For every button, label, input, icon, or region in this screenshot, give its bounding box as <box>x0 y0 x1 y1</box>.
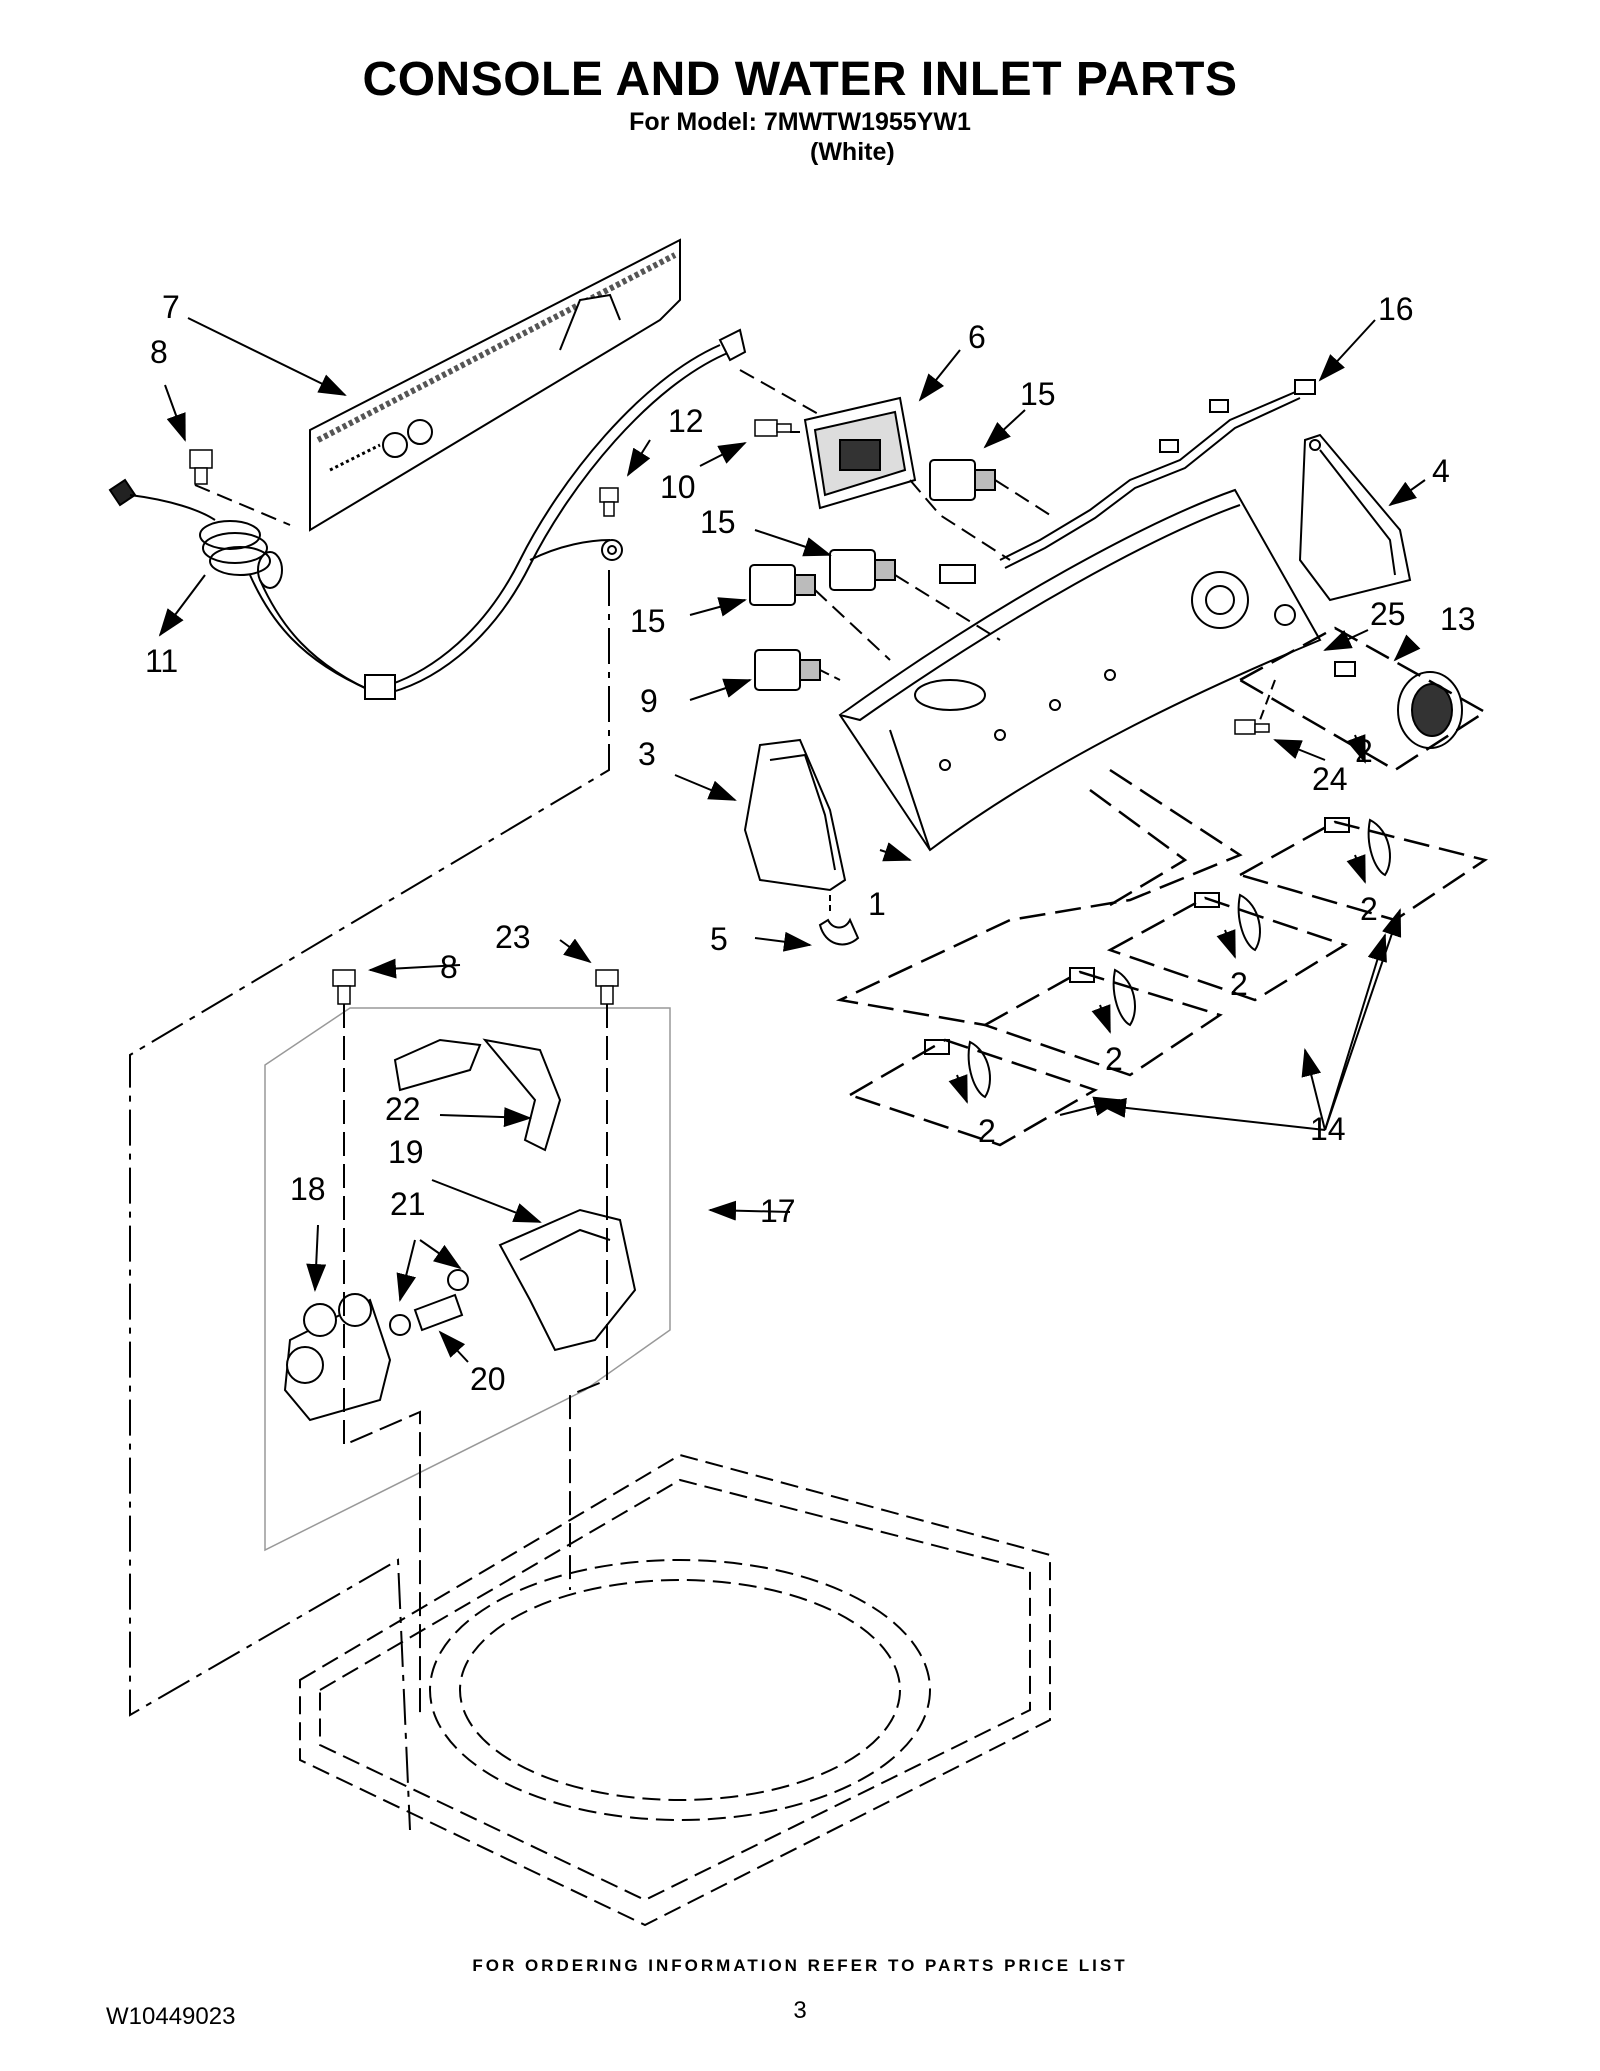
callout-17: 17 <box>760 1193 796 1229</box>
callout-24: 24 <box>1312 761 1348 797</box>
callout-20: 20 <box>470 1361 506 1397</box>
callout-8: 8 <box>150 334 168 370</box>
assembly-lines <box>129 369 1276 1831</box>
color-line: (White) <box>810 138 895 166</box>
callout-5: 5 <box>710 921 728 957</box>
callout-2-knob: 2 <box>1355 733 1373 769</box>
console-bracket-part <box>1298 433 1412 602</box>
callout-8-lower: 8 <box>440 949 458 985</box>
inlet-group-frame <box>264 1007 671 1552</box>
washer-top-outline <box>299 1453 1051 1927</box>
callout-19: 19 <box>388 1134 424 1170</box>
callout-18: 18 <box>290 1171 326 1207</box>
callout-1: 1 <box>868 886 886 922</box>
water-valve-part <box>283 1293 392 1422</box>
callout-12: 12 <box>668 403 704 439</box>
callout-23: 23 <box>495 919 531 955</box>
dispenser-part <box>498 1208 637 1352</box>
callout-4: 4 <box>1432 453 1450 489</box>
switch-part <box>749 459 996 691</box>
callout-25: 25 <box>1370 596 1406 632</box>
button-part <box>924 817 1391 1099</box>
callout-14: 14 <box>1310 1111 1346 1147</box>
callout-2-d: 2 <box>978 1113 996 1149</box>
page-number: 3 <box>793 1997 807 2024</box>
rear-panel-part <box>309 238 681 532</box>
page-title: CONSOLE AND WATER INLET PARTS <box>362 53 1238 106</box>
callout-13: 13 <box>1440 601 1476 637</box>
callout-21: 21 <box>390 1186 426 1222</box>
callout-2-b: 2 <box>1230 966 1248 1002</box>
console-panel-part <box>838 488 1322 852</box>
model-line: For Model: 7MWTW1955YW1 <box>629 108 971 136</box>
callout-10: 10 <box>660 469 696 505</box>
screw-part <box>332 969 619 1005</box>
callout-22: 22 <box>385 1091 421 1127</box>
callout-2-c: 2 <box>1105 1041 1123 1077</box>
callout-2-a: 2 <box>1360 891 1378 927</box>
hose-clamp-part <box>389 1269 469 1336</box>
callout-labels: 7 8 12 10 6 15 15 15 9 16 4 25 13 2 24 2… <box>145 289 1476 1397</box>
callout-9: 9 <box>640 683 658 719</box>
end-cap-part <box>743 738 847 892</box>
ordering-note: FOR ORDERING INFORMATION REFER TO PARTS … <box>472 1956 1128 1975</box>
leader-arrows <box>158 317 1426 1363</box>
inlet-hose-part <box>393 1038 562 1152</box>
callout-7: 7 <box>162 289 180 325</box>
callout-3: 3 <box>638 736 656 772</box>
button-group-boxes <box>835 626 1489 1147</box>
knob-part <box>1334 661 1463 749</box>
callout-11: 11 <box>145 643 178 679</box>
callout-6: 6 <box>968 319 986 355</box>
clip-part <box>818 917 860 946</box>
wire-harness-part <box>939 379 1316 584</box>
callout-15-low: 15 <box>630 603 666 639</box>
screw-part <box>189 419 1270 735</box>
power-cord-part <box>108 328 747 700</box>
callout-15-top: 15 <box>1020 376 1056 412</box>
callout-15-mid: 15 <box>700 504 736 540</box>
callout-16: 16 <box>1378 291 1414 327</box>
control-board-part <box>803 396 917 510</box>
document-number: W10449023 <box>106 2003 236 2030</box>
